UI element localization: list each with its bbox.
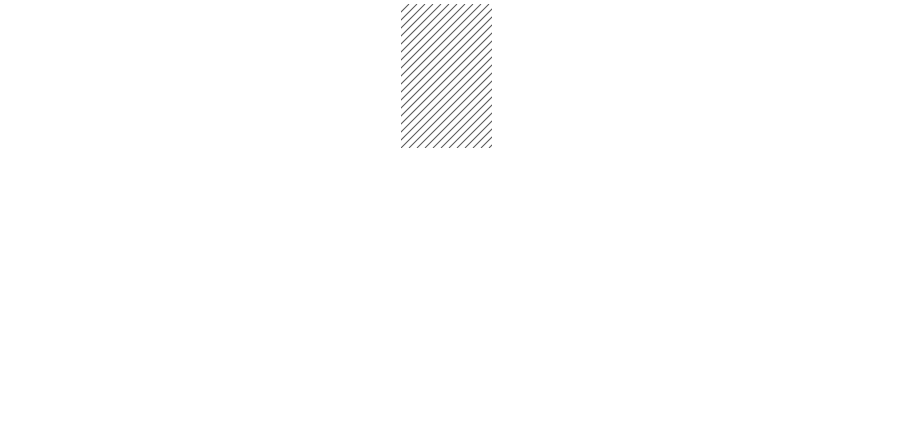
hatch-line — [401, 4, 458, 61]
hatch-line — [424, 80, 492, 148]
hatch-line — [401, 48, 492, 141]
hatch-line — [401, 4, 442, 45]
diagonal-hatch-icon — [401, 4, 492, 148]
hatch-line — [401, 4, 466, 69]
hatch-line — [401, 4, 410, 13]
hatch-line — [401, 4, 482, 85]
hatch-line — [408, 64, 492, 148]
hatch-line — [401, 4, 426, 29]
hatch-line — [401, 56, 492, 148]
hatch-line — [401, 24, 492, 117]
hatch-line — [416, 72, 492, 148]
hatch-line — [456, 112, 492, 148]
hatch-line — [440, 96, 492, 148]
hatch-line — [401, 8, 492, 101]
hatch-line — [401, 40, 492, 133]
hatch-line — [401, 4, 434, 37]
hatch-line — [432, 88, 492, 148]
hatch-line — [401, 4, 474, 77]
hatch-line — [401, 4, 450, 53]
hatch-line — [448, 104, 492, 148]
hatch-line — [401, 16, 492, 109]
hatch-line — [401, 32, 492, 125]
hatched-placeholder-block — [401, 4, 492, 148]
hatch-line — [464, 120, 492, 148]
hatch-line — [401, 4, 490, 93]
